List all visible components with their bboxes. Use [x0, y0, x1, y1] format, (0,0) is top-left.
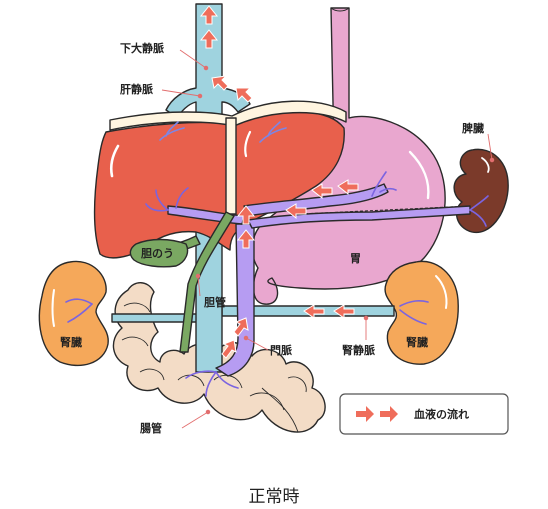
flow-arrow [236, 229, 256, 249]
hepatic-vein-branches [159, 121, 287, 143]
caption: 正常時 [249, 487, 300, 507]
label-gallbladder: 胆のう [141, 247, 174, 260]
spleen [453, 148, 509, 234]
label-ivc: 下大静脈 [120, 41, 164, 55]
flow-arrow [235, 87, 253, 103]
label-spleen: 脾臓 [462, 121, 484, 135]
flow-arrow [211, 75, 229, 91]
flow-arrow [236, 205, 256, 225]
label-portal-vein: 門脈 [270, 343, 292, 357]
legend: 血液の流れ [339, 393, 509, 435]
leader-lines [161, 49, 495, 429]
stomach [251, 7, 446, 305]
flow-arrow [233, 317, 249, 337]
legend-label: 血液の流れ [414, 407, 469, 421]
legend-box [339, 393, 509, 435]
flow-arrow [333, 304, 355, 319]
liver [93, 100, 347, 259]
legend-arrow-icon [380, 406, 398, 422]
flow-arrow [285, 203, 307, 220]
flow-arrow [337, 179, 359, 196]
label-hepatic-vein: 肝静脈 [120, 82, 153, 96]
flow-arrow [199, 29, 219, 49]
kidney-right [384, 260, 459, 365]
portal-branches [65, 171, 489, 397]
flow-arrows [199, 5, 359, 359]
kidney-left [38, 260, 109, 367]
flow-arrow [311, 183, 333, 200]
label-stomach: 胃 [350, 252, 361, 265]
label-kidney-left: 腎臓 [60, 335, 82, 349]
legend-arrow-icon [356, 406, 374, 422]
flow-arrow [199, 5, 219, 25]
label-renal-vein: 腎静脈 [342, 343, 375, 357]
flow-arrow [303, 304, 325, 319]
gallbladder [129, 238, 189, 268]
label-bile-duct: 胆管 [204, 295, 226, 309]
flow-arrow [221, 339, 237, 359]
label-kidney-right: 腎臓 [406, 335, 428, 349]
label-intestine: 腸管 [140, 421, 162, 435]
